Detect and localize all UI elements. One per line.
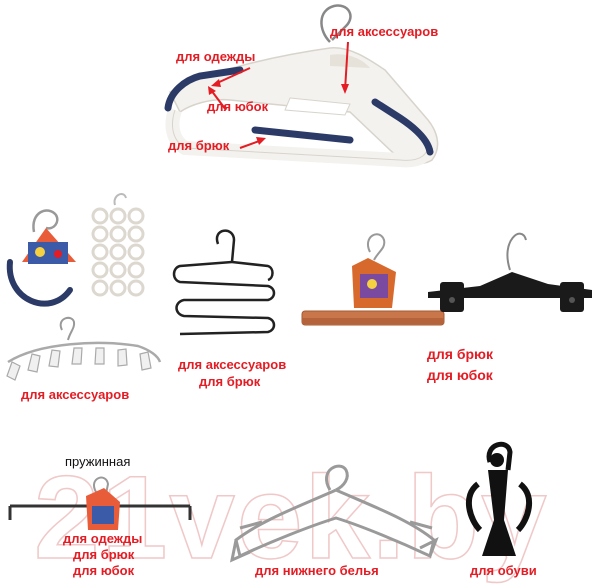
label-underwear: для нижнего белья [255,563,379,578]
label-ring-accessories: для аксессуаров [21,387,130,402]
underwear-hanger-image [229,464,439,563]
label-shoes: для обуви [470,563,537,578]
label-spring: пружинная [65,454,131,469]
shoe-hanger-image [465,441,533,556]
label-for-accessories: для аксессуаров [330,24,439,39]
black-clip-hanger-image [428,232,592,312]
label-for-skirts: для юбок [207,99,269,114]
multi-trouser-hanger-image [172,229,276,336]
main-hanger-image [164,4,439,168]
label-bottom-trousers: для брюк [73,547,135,562]
label-accessories-trousers-line2: для брюк [199,374,261,389]
label-bottom-skirts: для юбок [73,563,135,578]
watermark: 21vek.by [33,451,549,585]
clip-hanger-image [6,316,162,381]
label-accessories-trousers-line1: для аксессуаров [178,357,287,372]
label-trousers-skirts-line2: для юбок [427,367,493,383]
label-bottom-clothes: для одежды [63,531,143,546]
label-for-clothes: для одежды [176,49,256,64]
spring-trouser-hanger-image [8,476,192,530]
label-trousers-skirts-line1: для брюк [427,346,494,362]
ring-hanger-image [6,209,76,307]
ring-organizer-image [91,193,145,297]
wooden-trouser-hanger-image [301,233,445,326]
label-for-trousers: для брюк [168,138,230,153]
